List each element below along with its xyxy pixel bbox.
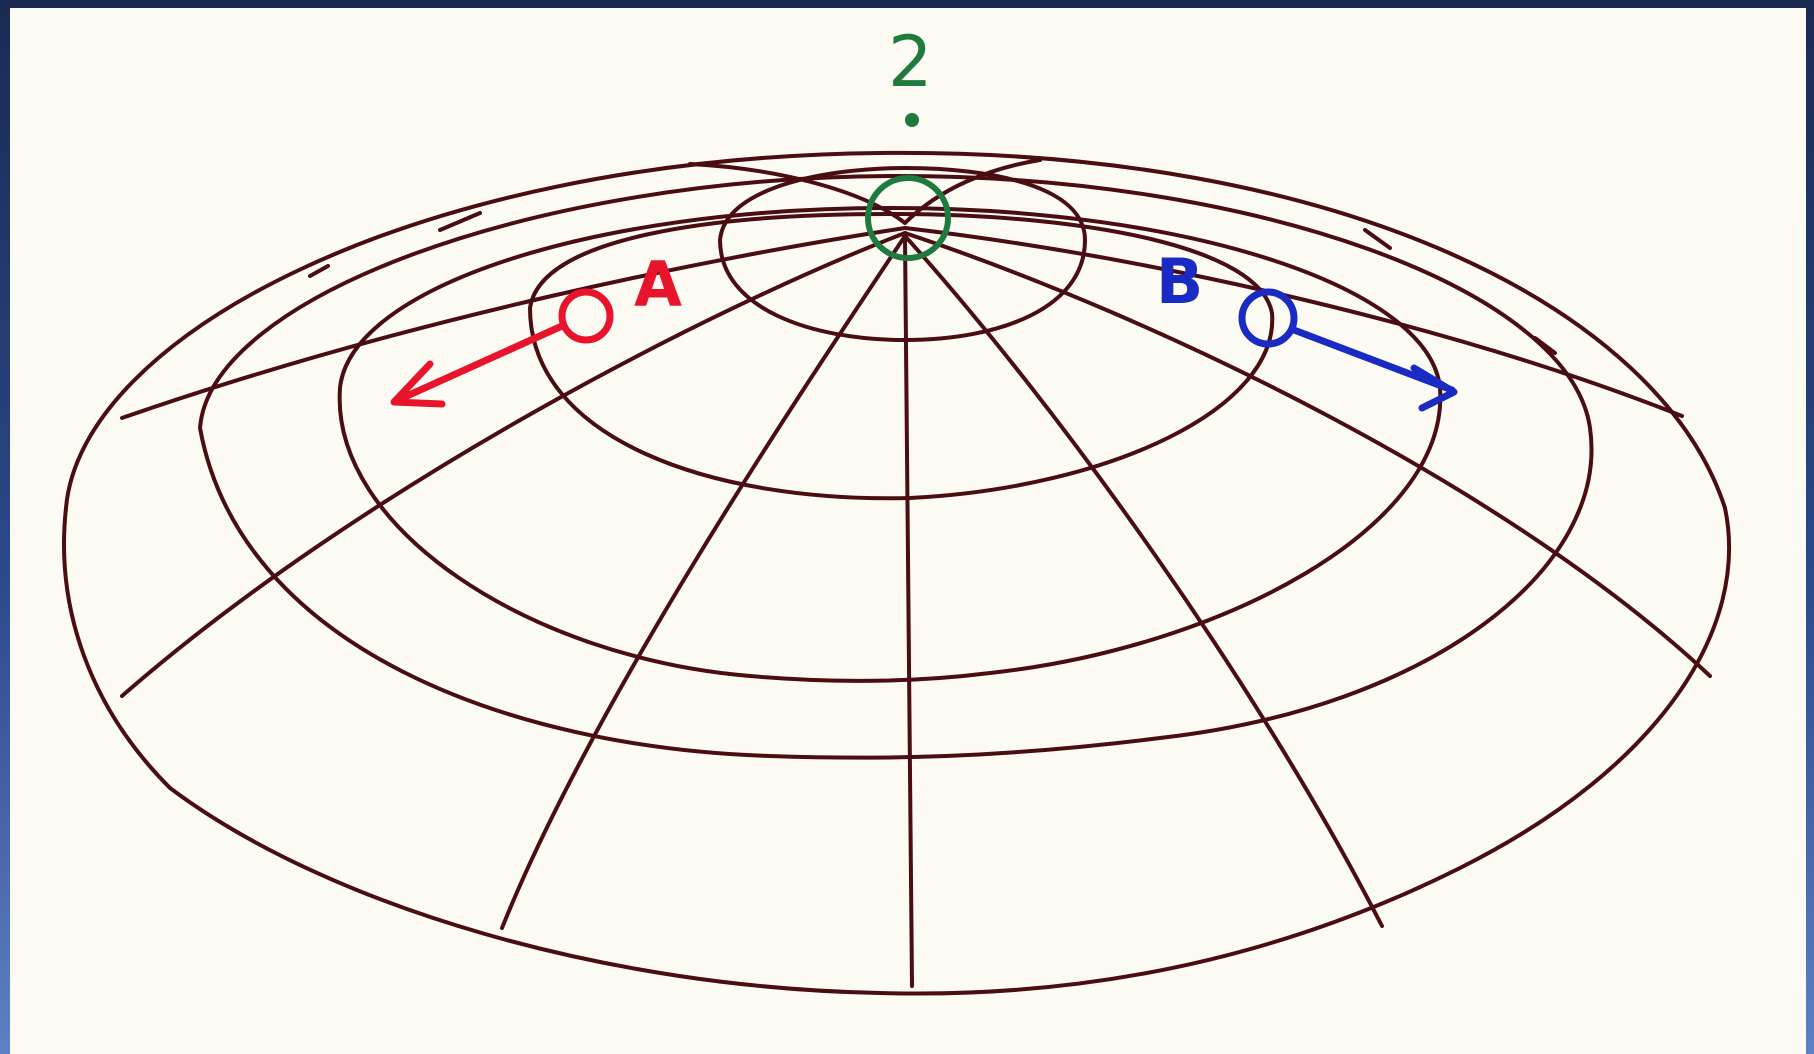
latitude-ring-4 [200,176,1592,758]
particle-a-circle [562,292,610,340]
ring-tick-4 [310,266,328,276]
pole-dot [905,113,919,127]
pole-label: 2 [888,21,933,103]
particle-a-arrow-shaft [398,326,562,400]
ring-tick-2 [1365,230,1390,248]
latitude-ring-3 [340,208,1441,681]
dome-grid [64,153,1729,994]
particle-b-label: B [1156,245,1203,318]
meridian-center-left [502,236,905,928]
dome-grid-diagram: 2 A B [10,8,1806,1054]
latitude-ring-outer [64,153,1729,994]
particle-a-label: A [634,248,682,321]
particle-b-arrow-shaft [1294,330,1452,390]
particle-b-arrow-head [1414,368,1454,408]
diagram-frame: 2 A B [10,8,1806,1054]
particle-a: A [394,248,682,404]
latitude-ring-1 [720,168,1085,340]
meridian-center [905,238,912,986]
